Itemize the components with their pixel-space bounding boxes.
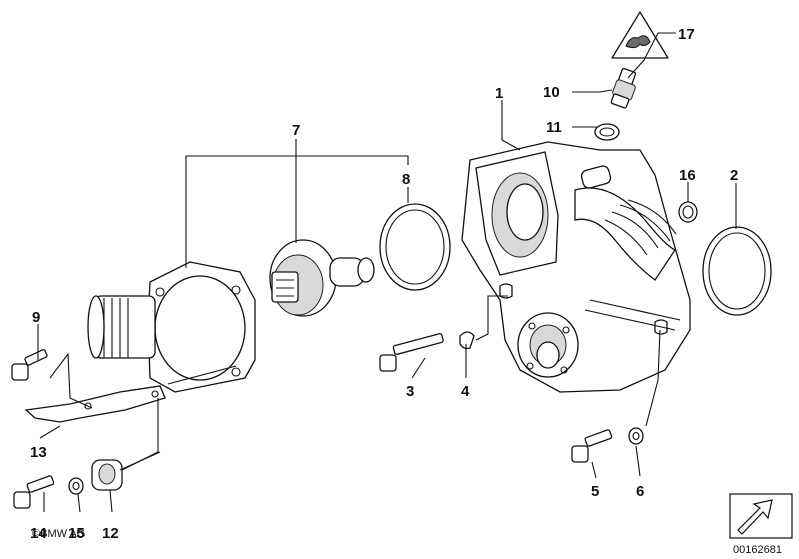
seal-ring-11-part <box>594 123 620 141</box>
o-ring-2-part <box>702 226 772 316</box>
copyright-text: ©BMW AG <box>32 528 85 540</box>
callout-8: 8 <box>402 171 410 188</box>
callout-6: 6 <box>636 483 644 500</box>
bracket-hole-icon <box>84 402 92 410</box>
thermostat-housing-part <box>461 141 691 393</box>
o-ring-2-inner <box>708 232 766 310</box>
o-ring-8-part <box>379 203 451 291</box>
o-ring-8-inner <box>385 209 445 285</box>
callout-7: 7 <box>292 122 300 139</box>
catalog-box: 00162681 <box>729 493 793 556</box>
washer-15-part <box>68 477 84 495</box>
bracket-13-part <box>24 385 166 423</box>
gasket-16-part <box>678 201 698 223</box>
clip-4-part <box>459 331 475 350</box>
bracket-hole-icon <box>151 390 159 398</box>
callout-17: 17 <box>678 26 695 43</box>
callout-14: 14 <box>30 525 47 542</box>
thermostat-cover-part <box>87 261 256 393</box>
callout-3: 3 <box>406 383 414 400</box>
bolt-14-part <box>13 475 55 509</box>
callout-4: 4 <box>461 383 470 400</box>
catalog-number: 00162681 <box>733 544 782 556</box>
callout-9: 9 <box>32 309 40 326</box>
bolt-5-part <box>571 429 613 463</box>
warning-label-part <box>611 11 669 59</box>
gasket-16-inner <box>682 205 694 219</box>
callout-13: 13 <box>30 444 47 461</box>
washer-6-hole <box>632 431 640 441</box>
callout-15: 15 <box>68 525 85 542</box>
leader-lines <box>37 32 737 513</box>
washer-6-part <box>628 427 644 445</box>
callout-labels: 1 2 3 4 5 6 7 8 9 10 11 12 13 14 15 16 1… <box>30 26 738 542</box>
seal-ring-11-inner <box>599 127 615 137</box>
thermostat-part <box>269 239 375 317</box>
bolt-9-part <box>11 349 48 381</box>
callout-12: 12 <box>102 525 119 542</box>
callout-1: 1 <box>495 85 503 102</box>
temperature-sensor-part <box>610 67 637 109</box>
callout-11: 11 <box>546 119 562 136</box>
bolt-3-part <box>379 332 444 372</box>
arrow-icon <box>737 499 773 535</box>
callout-5: 5 <box>591 483 599 500</box>
grommet-12-part <box>91 459 123 491</box>
washer-15-hole <box>72 481 80 491</box>
callout-16: 16 <box>679 167 696 184</box>
callout-10: 10 <box>543 84 560 101</box>
callout-2: 2 <box>730 167 738 184</box>
